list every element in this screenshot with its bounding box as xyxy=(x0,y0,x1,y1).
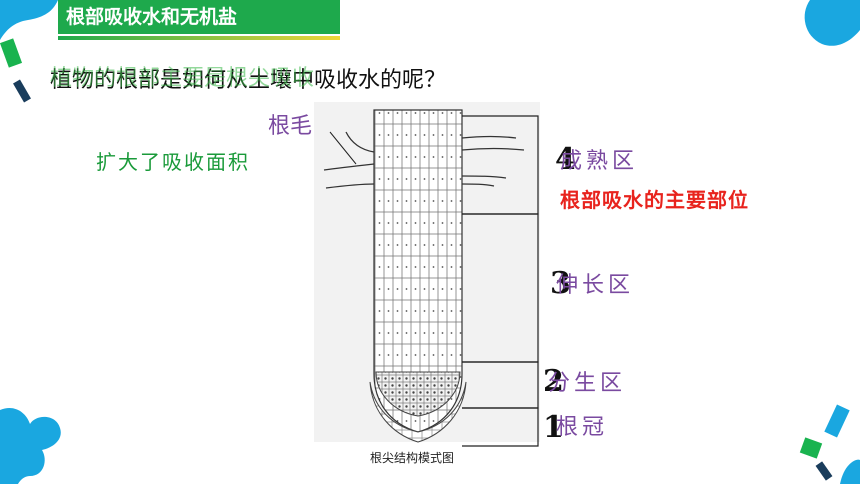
corner-decor-top-right xyxy=(804,0,860,46)
zone-brackets xyxy=(462,115,539,447)
title-underline xyxy=(58,36,340,40)
corner-decor-top-left xyxy=(0,0,58,103)
root-tip-diagram xyxy=(314,102,540,443)
zone-number-1: 1 xyxy=(543,410,564,445)
root-hair-label: 根毛 xyxy=(268,114,313,139)
zone-number-3: 3 xyxy=(550,266,571,301)
slide-title: 根部吸收水和无机盐 xyxy=(58,0,340,34)
zone-label-meristem: 分生区 xyxy=(548,371,627,396)
zone-label-maturation: 成熟区 xyxy=(560,149,639,174)
corner-decor-bottom-right xyxy=(799,404,860,484)
corner-decor-bottom-left xyxy=(0,407,61,484)
diagram-caption: 根尖结构模式图 xyxy=(370,451,455,465)
question-text: 植物的根部是如何从土壤中吸收水的呢？ xyxy=(50,68,447,93)
zone-label-root-cap: 根冠 xyxy=(556,415,609,440)
main-absorption-site: 根部吸水的主要部位 xyxy=(560,188,749,212)
zone-label-elongation: 伸长区 xyxy=(556,273,635,298)
root-hair-effect: 扩大了吸收面积 xyxy=(96,150,250,174)
zone-number-4: 4 xyxy=(555,142,576,177)
zone-number-2: 2 xyxy=(543,364,564,399)
question-overlay-text: 植物的根部主要是根尖吸收 xyxy=(50,66,315,91)
